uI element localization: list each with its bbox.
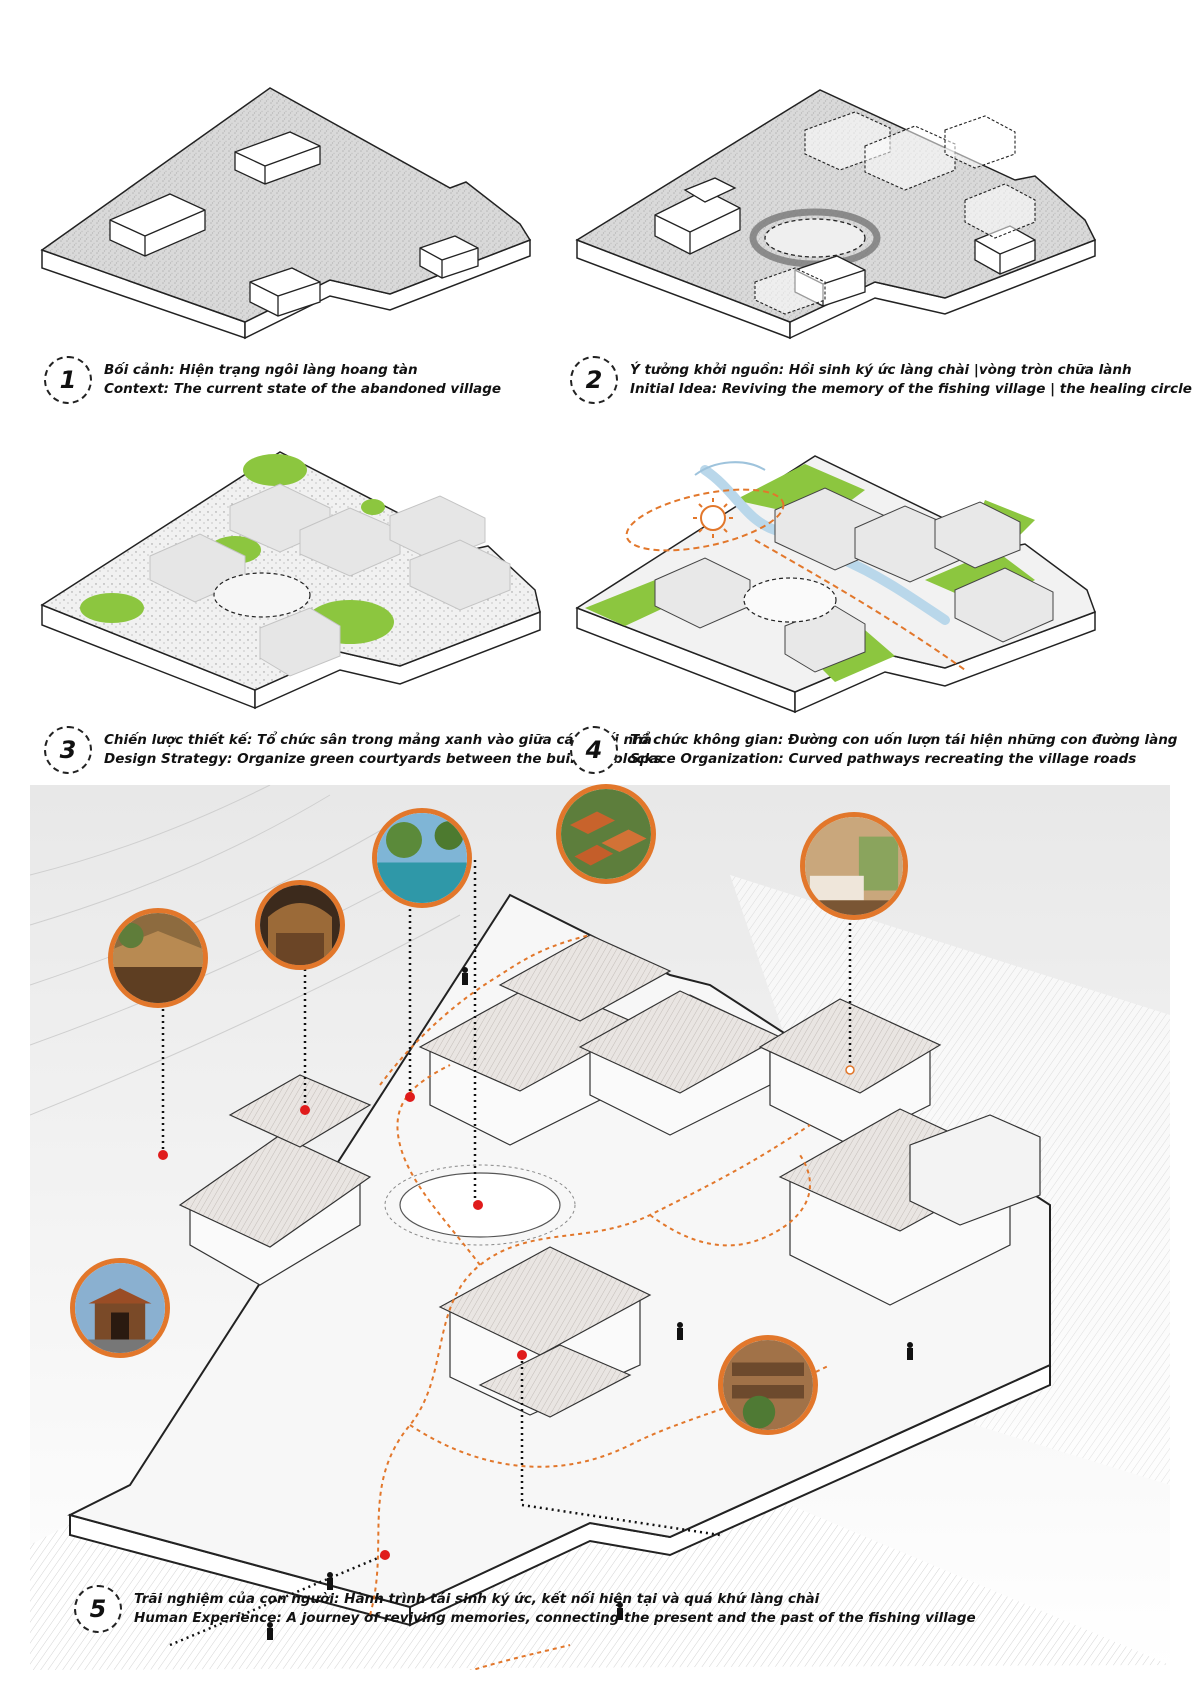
caption-3-en: Design Strategy: Organize green courtyar…	[104, 751, 662, 767]
caption-3: 3 Chiến lược thiết kế: Tổ chức sân trong…	[44, 726, 662, 774]
house-block	[419, 235, 479, 279]
aerial-village-photo	[556, 784, 656, 884]
house-block	[654, 177, 741, 255]
house-block	[249, 267, 321, 317]
sun-icon	[693, 498, 733, 538]
facade-photo	[718, 1335, 818, 1435]
healing-circle	[764, 218, 866, 258]
caption-5-vi: Trãi nghiệm của con người: Hành trình tá…	[134, 1591, 820, 1607]
step-number-4: 4	[570, 726, 618, 774]
photo-marker-hollow	[845, 1065, 855, 1075]
caption-1-vi: Bối cảnh: Hiện trạng ngôi làng hoang tàn	[104, 362, 418, 378]
river-source	[694, 461, 766, 476]
building-cluster-center	[418, 934, 782, 1146]
building-cluster-left	[178, 1074, 372, 1286]
panel-3-axonometric	[40, 451, 541, 710]
panel-2-axonometric	[575, 89, 1097, 340]
step-number-5: 5	[74, 1585, 122, 1633]
caption-2-vi: Ý tưởng khởi nguồn: Hồi sinh ký ức làng …	[630, 362, 1132, 378]
sun-orbit	[625, 488, 785, 552]
house-block	[974, 225, 1036, 275]
panel-1-axonometric	[40, 87, 532, 340]
pool-photo	[372, 808, 472, 908]
step-number-2: 2	[570, 356, 618, 404]
hall-photo	[255, 880, 345, 970]
bedroom-photo	[800, 812, 908, 920]
step-number-1: 1	[44, 356, 92, 404]
caption-4-vi: Tổ chức không gian: Đường con uốn lượn t…	[630, 732, 1178, 748]
house-block	[234, 131, 321, 185]
caption-1-en: Context: The current state of the abando…	[104, 381, 502, 397]
healing-circle	[213, 572, 311, 618]
panel-5-axonometric	[30, 785, 1170, 1670]
healing-circle	[743, 577, 837, 623]
caption-5: 5 Trãi nghiệm của con người: Hành trình …	[74, 1585, 976, 1633]
step-number-3: 3	[44, 726, 92, 774]
caption-1: 1 Bối cảnh: Hiện trạng ngôi làng hoang t…	[44, 356, 501, 404]
restaurant-photo	[108, 908, 208, 1008]
caption-2: 2 Ý tưởng khởi nguồn: Hồi sinh ký ức làn…	[570, 356, 1192, 404]
photo-leader-lines	[161, 860, 852, 1647]
building-block	[654, 487, 1054, 673]
house-block	[109, 193, 206, 257]
caption-5-en: Human Experience: A journey of reviving …	[134, 1610, 976, 1626]
people-figures	[267, 967, 913, 1640]
ghost-house-block	[754, 111, 1036, 315]
caption-3-vi: Chiến lược thiết kế: Tổ chức sân trong m…	[104, 732, 652, 748]
caption-2-en: Initial Idea: Reviving the memory of the…	[630, 381, 1192, 397]
gate-photo	[70, 1258, 170, 1358]
photo-markers	[158, 1092, 527, 1560]
central-courtyard-ring	[384, 1164, 576, 1246]
contour-lines	[30, 785, 461, 1116]
building-cluster-bottom	[438, 1246, 652, 1418]
building-cluster-right	[758, 998, 1041, 1306]
caption-4: 4 Tổ chức không gian: Đường con uốn lượn…	[570, 726, 1177, 774]
building-block	[149, 483, 511, 677]
caption-4-en: Space Organization: Curved pathways recr…	[630, 751, 1137, 767]
panel-4-axonometric	[575, 455, 1096, 714]
wind-path	[754, 539, 966, 671]
